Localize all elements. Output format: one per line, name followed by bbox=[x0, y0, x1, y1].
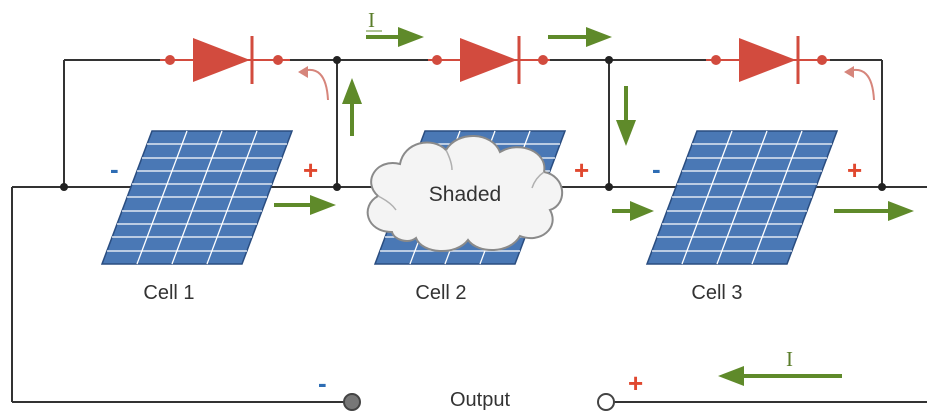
current-arrow-cell-3-out bbox=[834, 201, 914, 221]
shade-cloud: Shaded bbox=[366, 135, 564, 253]
current-arrow-cell-1 bbox=[274, 195, 336, 215]
cell-1-label: Cell 1 bbox=[143, 282, 194, 304]
bypass-diode-2 bbox=[428, 36, 550, 84]
current-arrow-top-2 bbox=[548, 27, 612, 47]
cell-1-minus-sign: - bbox=[110, 154, 119, 184]
current-arrow-bottom bbox=[718, 366, 842, 386]
current-label-top: I bbox=[368, 8, 375, 32]
shaded-label: Shaded bbox=[429, 183, 501, 206]
current-arrow-up bbox=[342, 78, 362, 136]
cell-1-plus-sign: + bbox=[303, 155, 318, 185]
output-minus-sign: - bbox=[318, 368, 327, 398]
cell-3-plus-sign: + bbox=[847, 155, 862, 185]
cell-3-label: Cell 3 bbox=[691, 282, 742, 304]
current-arrow-down bbox=[616, 86, 636, 146]
bypass-diode-3 bbox=[706, 36, 830, 84]
cell-2-label: Cell 2 bbox=[415, 282, 466, 304]
junction-dots bbox=[60, 56, 886, 191]
cell-2-plus-sign: + bbox=[574, 155, 589, 185]
solar-cell-1 bbox=[100, 130, 294, 265]
current-arrows bbox=[274, 27, 914, 386]
output-terminal-minus bbox=[343, 393, 361, 411]
output-plus-sign: + bbox=[628, 368, 643, 398]
current-label-bottom: I bbox=[786, 347, 793, 371]
current-arrow-top-1 bbox=[366, 27, 424, 47]
hook-arrow-3 bbox=[844, 66, 875, 101]
bypass-diode-1 bbox=[160, 36, 290, 84]
cell-3-minus-sign: - bbox=[652, 154, 661, 184]
solar-cell-3 bbox=[645, 130, 839, 265]
current-arrow-cell-3-in bbox=[612, 201, 654, 221]
output-label: Output bbox=[450, 389, 510, 411]
output-terminal-plus bbox=[597, 393, 615, 411]
hook-arrow-1 bbox=[298, 66, 329, 101]
